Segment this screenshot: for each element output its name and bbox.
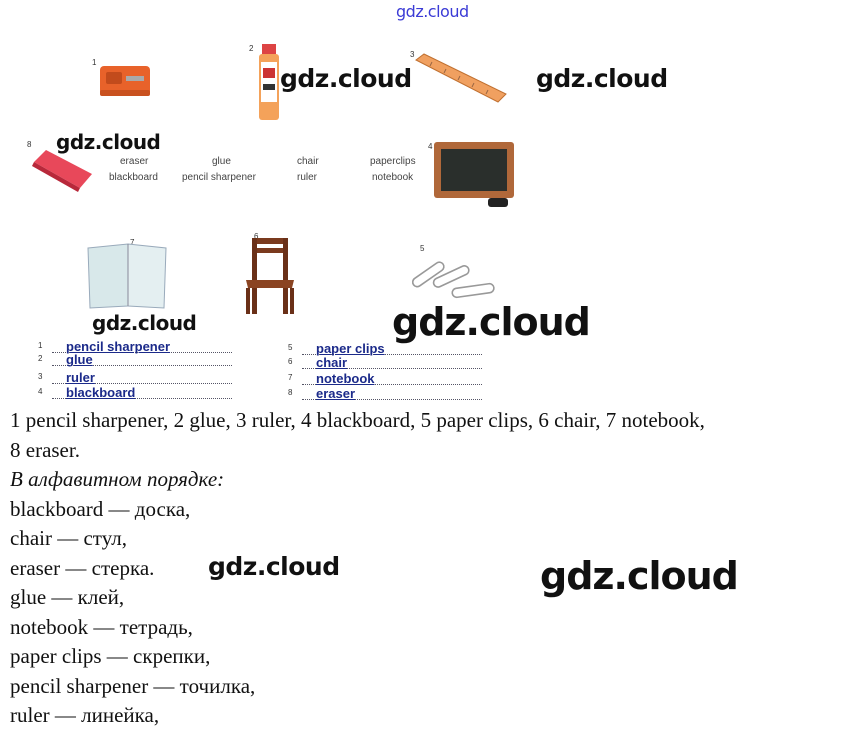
answer-line: [52, 398, 232, 399]
pencil-sharpener-image: [100, 66, 150, 96]
vocab-item: pencil sharpener — точилка,: [10, 673, 256, 698]
watermark: gdz.cloud: [92, 311, 197, 335]
word-box-item: glue: [212, 156, 231, 167]
answer-line: [302, 384, 482, 385]
picture-number-8: 8: [27, 140, 32, 149]
blackboard-image: [434, 142, 514, 207]
vocab-item: blackboard — доска,: [10, 496, 191, 521]
chair-image: [246, 238, 294, 314]
solution-line: 1 pencil sharpener, 2 glue, 3 ruler, 4 b…: [10, 408, 705, 432]
answer-text: ruler: [66, 370, 95, 385]
answer-number: 1: [38, 341, 43, 350]
answer-line: [302, 354, 482, 355]
vocab-item: chair — стул,: [10, 526, 127, 550]
picture-number-1: 1: [92, 58, 97, 67]
word-box-item: notebook: [372, 172, 414, 183]
answer-number: 4: [38, 387, 43, 396]
ruler-image: [415, 53, 507, 103]
word-box-item: ruler: [297, 172, 318, 183]
answer-number: 8: [288, 388, 293, 397]
word-box-item: blackboard: [109, 172, 158, 183]
vocab-item: paper clips — скрепки,: [10, 644, 211, 668]
answer-number: 3: [38, 372, 43, 381]
picture-number-2: 2: [249, 44, 254, 53]
eraser-image: [32, 150, 92, 192]
watermark: gdz.cloud: [56, 130, 161, 154]
answer-number: 5: [288, 343, 293, 352]
watermark: gdz.cloud: [392, 300, 591, 344]
vocab-item: glue — клей,: [10, 585, 125, 609]
word-box-item: eraser: [120, 156, 149, 167]
word-box-item: chair: [297, 156, 319, 167]
solution-line: 8 eraser.: [10, 437, 80, 462]
notebook-image: [87, 243, 167, 309]
answer-text: eraser: [316, 386, 356, 401]
paper-clips-image: [411, 261, 495, 299]
answer-number: 2: [38, 354, 43, 363]
watermark: gdz.cloud: [280, 64, 412, 93]
word-box-item: paperclips: [370, 156, 416, 167]
answer-line: [302, 399, 482, 400]
picture-number-4: 4: [428, 142, 433, 151]
picture-number-5: 5: [420, 244, 425, 253]
vocab-item: eraser — стерка.: [10, 555, 155, 580]
answer-line: [52, 365, 232, 366]
glue-image: [259, 44, 279, 120]
picture-number-6: 6: [254, 232, 259, 241]
answer-text: pencil sharpener: [66, 339, 171, 354]
watermark-top: gdz.cloud: [396, 2, 469, 21]
answer-line: [52, 352, 232, 353]
vocab-item: notebook — тетрадь,: [10, 614, 193, 639]
picture-number-3: 3: [410, 50, 415, 59]
answer-text: paper clips: [316, 341, 385, 356]
answer-number: 6: [288, 357, 293, 366]
solution-text: 1 pencil sharpener, 2 glue, 3 ruler, 4 b…: [10, 406, 705, 731]
word-box-item: pencil sharpener: [182, 172, 256, 183]
watermark: gdz.cloud: [208, 552, 340, 581]
answer-text: notebook: [316, 371, 375, 386]
watermark: gdz.cloud: [540, 554, 739, 598]
answer-text: blackboard: [66, 385, 136, 400]
answer-text: glue: [66, 352, 93, 367]
answer-line: [302, 368, 482, 369]
watermark: gdz.cloud: [536, 64, 668, 93]
solution-heading: В алфавитном порядке:: [10, 467, 225, 491]
picture-number-7: 7: [130, 238, 135, 247]
answer-text: chair: [316, 355, 348, 370]
answer-number: 7: [288, 373, 293, 382]
vocab-item: ruler — линейка,: [10, 703, 160, 727]
answer-line: [52, 383, 232, 384]
